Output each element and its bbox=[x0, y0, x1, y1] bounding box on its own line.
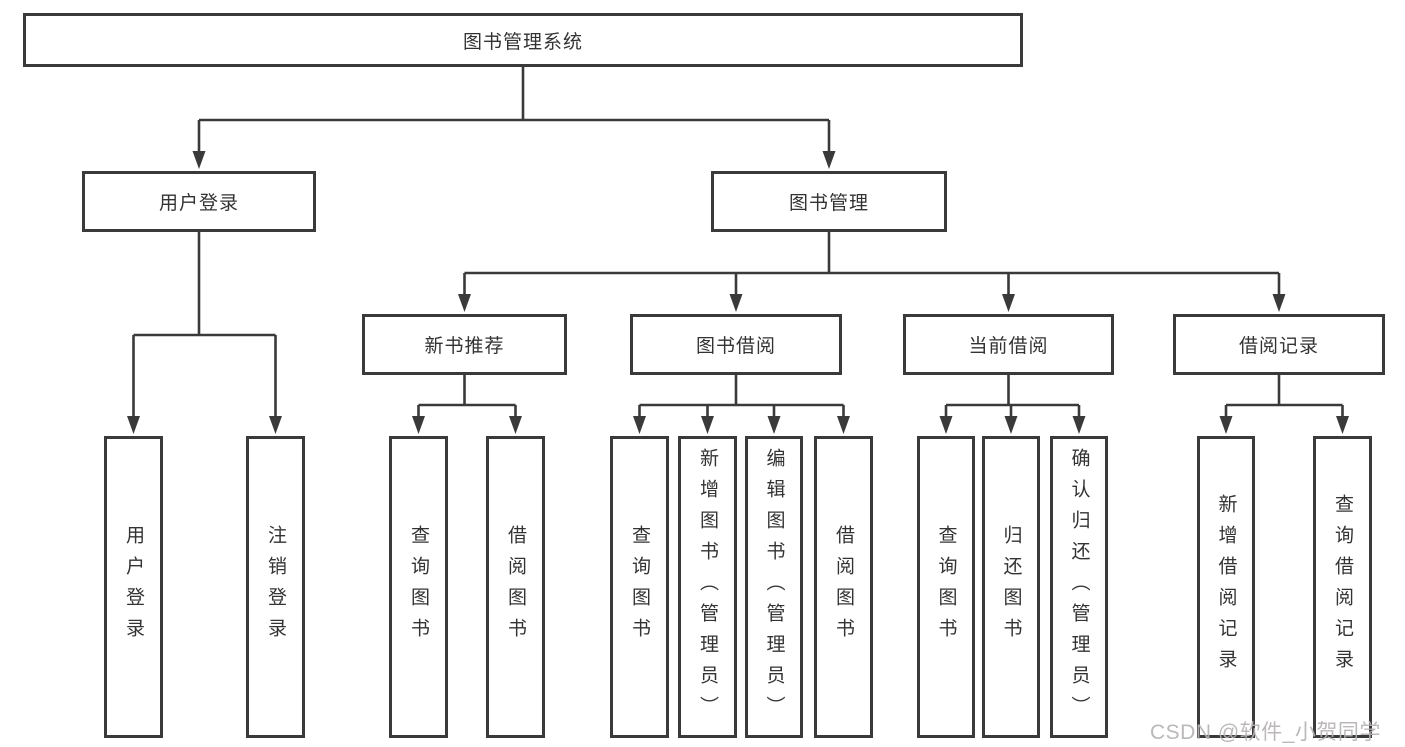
arrow-down-icon bbox=[509, 416, 522, 434]
leaf-recommend-borrow-books: 借阅图书 bbox=[486, 436, 545, 738]
leaf-current-query-books: 查询图书 bbox=[917, 436, 975, 738]
node-book-borrow: 图书借阅 bbox=[630, 314, 842, 375]
arrow-down-icon bbox=[822, 151, 836, 169]
arrow-down-icon bbox=[127, 416, 140, 434]
node-book-management: 图书管理 bbox=[711, 171, 947, 232]
leaf-user-login: 用户登录 bbox=[104, 436, 163, 738]
arrow-down-icon bbox=[1336, 416, 1349, 434]
leaf-add-borrow-record: 新增借阅记录 bbox=[1197, 436, 1255, 738]
arrow-down-icon bbox=[269, 416, 282, 434]
arrow-down-icon bbox=[939, 416, 953, 434]
arrow-down-icon bbox=[1219, 416, 1233, 434]
arrow-down-icon bbox=[1272, 294, 1286, 312]
leaf-query-borrow-record: 查询借阅记录 bbox=[1313, 436, 1372, 738]
leaf-return-books: 归还图书 bbox=[982, 436, 1040, 738]
node-new-book-recommend: 新书推荐 bbox=[362, 314, 567, 375]
leaf-borrow-query-books: 查询图书 bbox=[610, 436, 669, 738]
leaf-recommend-query-books: 查询图书 bbox=[389, 436, 448, 738]
arrow-down-icon bbox=[701, 416, 714, 434]
arrow-down-icon bbox=[458, 294, 471, 312]
arrow-down-icon bbox=[1072, 416, 1086, 434]
arrow-down-icon bbox=[192, 151, 206, 169]
arrow-down-icon bbox=[633, 416, 646, 434]
leaf-edit-books-admin: 编辑图书（管理员） bbox=[745, 436, 803, 738]
arrow-down-icon bbox=[729, 294, 743, 312]
arrow-down-icon bbox=[1004, 416, 1018, 434]
arrow-down-icon bbox=[1002, 294, 1015, 312]
leaf-add-books-admin: 新增图书（管理员） bbox=[678, 436, 737, 738]
node-user-login: 用户登录 bbox=[82, 171, 316, 232]
arrow-down-icon bbox=[767, 416, 781, 434]
node-borrow-records: 借阅记录 bbox=[1173, 314, 1385, 375]
node-root-library-system: 图书管理系统 bbox=[23, 13, 1023, 67]
node-current-borrow: 当前借阅 bbox=[903, 314, 1114, 375]
arrow-down-icon bbox=[412, 416, 425, 434]
csdn-watermark: CSDN @软件_小贺同学 bbox=[1150, 721, 1381, 744]
leaf-confirm-return-admin: 确认归还（管理员） bbox=[1050, 436, 1108, 738]
leaf-borrow-books: 借阅图书 bbox=[814, 436, 873, 738]
leaf-logout-login: 注销登录 bbox=[246, 436, 305, 738]
arrow-down-icon bbox=[837, 416, 850, 434]
